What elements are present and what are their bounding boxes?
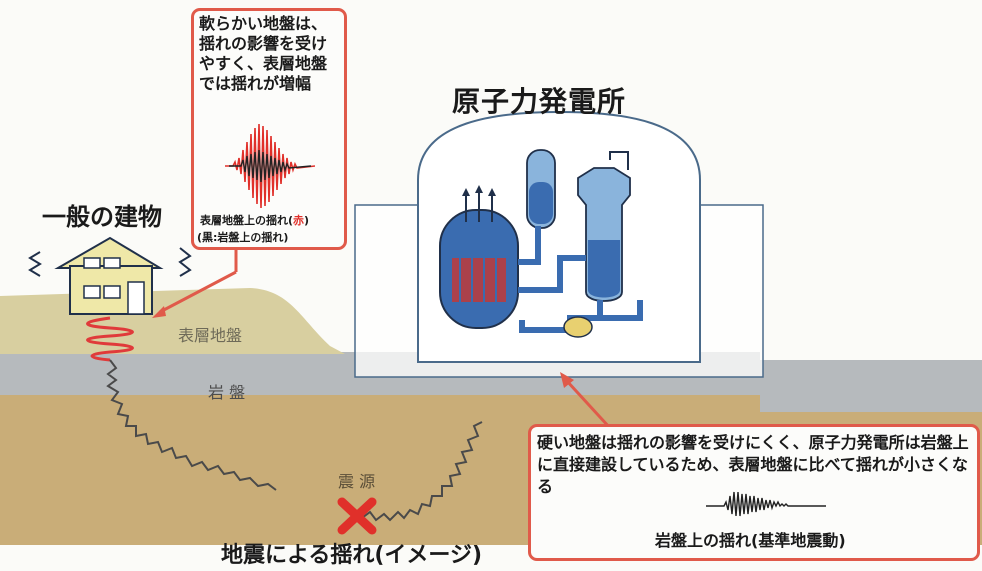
shake-mark-right [178, 247, 192, 277]
bedrock-callout [528, 424, 980, 561]
coolant-pipes [518, 226, 643, 333]
bedrock-wave-caption-main: 岩盤上の揺れ(基準地震動) [655, 531, 846, 550]
amplified-surface-wave [86, 316, 134, 362]
surface-ground-callout [191, 8, 347, 250]
surface-wave-caption: 表層地盤上の揺れ(赤) [200, 214, 310, 227]
seismic-wave-to-building [106, 359, 277, 491]
diagram-caption: 地震による揺れ(イメージ) [221, 543, 483, 568]
nuclear-plant-title: 原子力発電所 [452, 85, 627, 118]
house [54, 236, 164, 315]
bedrock-waveform [706, 491, 826, 517]
coolant-pump [563, 316, 593, 338]
hypocenter-label: 震 源 [338, 472, 376, 491]
bedrock-label: 岩 盤 [208, 383, 246, 402]
seismic-wave-to-plant [361, 421, 483, 522]
callout-pointer-right [564, 378, 612, 430]
bedrock-wave-caption: (黒:岩盤上の揺れ) [197, 231, 289, 244]
bedrock-callout-text: 硬い地盤は揺れの影響を受けにくく、原子力発電所は岩盤上に直接建設しているため、表… [537, 433, 969, 496]
shake-mark-left [28, 251, 42, 277]
surface-ground-callout-text: 軟らかい地盤は、揺れの影響を受けやすく、表層地盤では揺れが増幅 [199, 14, 328, 93]
amplified-waveform [225, 123, 315, 209]
building-title: 一般の建物 [42, 203, 162, 231]
surface-layer-label: 表層地盤 [178, 326, 243, 345]
hypocenter-mark [337, 497, 377, 535]
